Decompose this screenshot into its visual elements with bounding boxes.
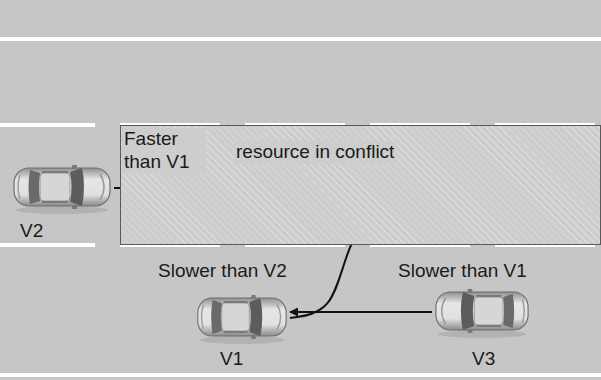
vehicle: Slower than V1V3: [434, 286, 530, 338]
road-edge-line: [0, 37, 601, 41]
car-illustration: [434, 286, 530, 338]
motion-arrow: [290, 311, 432, 313]
vehicle: Faster than V1V2: [12, 162, 112, 214]
vehicle-label: V3: [472, 348, 495, 371]
lane-dash: [0, 243, 95, 247]
vehicle: Slower than V2V1: [196, 292, 288, 344]
vehicle-label: V1: [220, 348, 243, 371]
speed-note: Slower than V2: [158, 260, 287, 283]
car-illustration: [12, 162, 112, 214]
lane-dash: [0, 123, 95, 127]
road-edge-line: [0, 373, 601, 377]
speed-note: Slower than V1: [398, 260, 527, 283]
speed-note: Faster than V1: [122, 128, 206, 174]
car-illustration: [196, 292, 288, 344]
vehicle-label: V2: [20, 220, 43, 243]
zone-label: resource in conflict: [234, 141, 396, 164]
